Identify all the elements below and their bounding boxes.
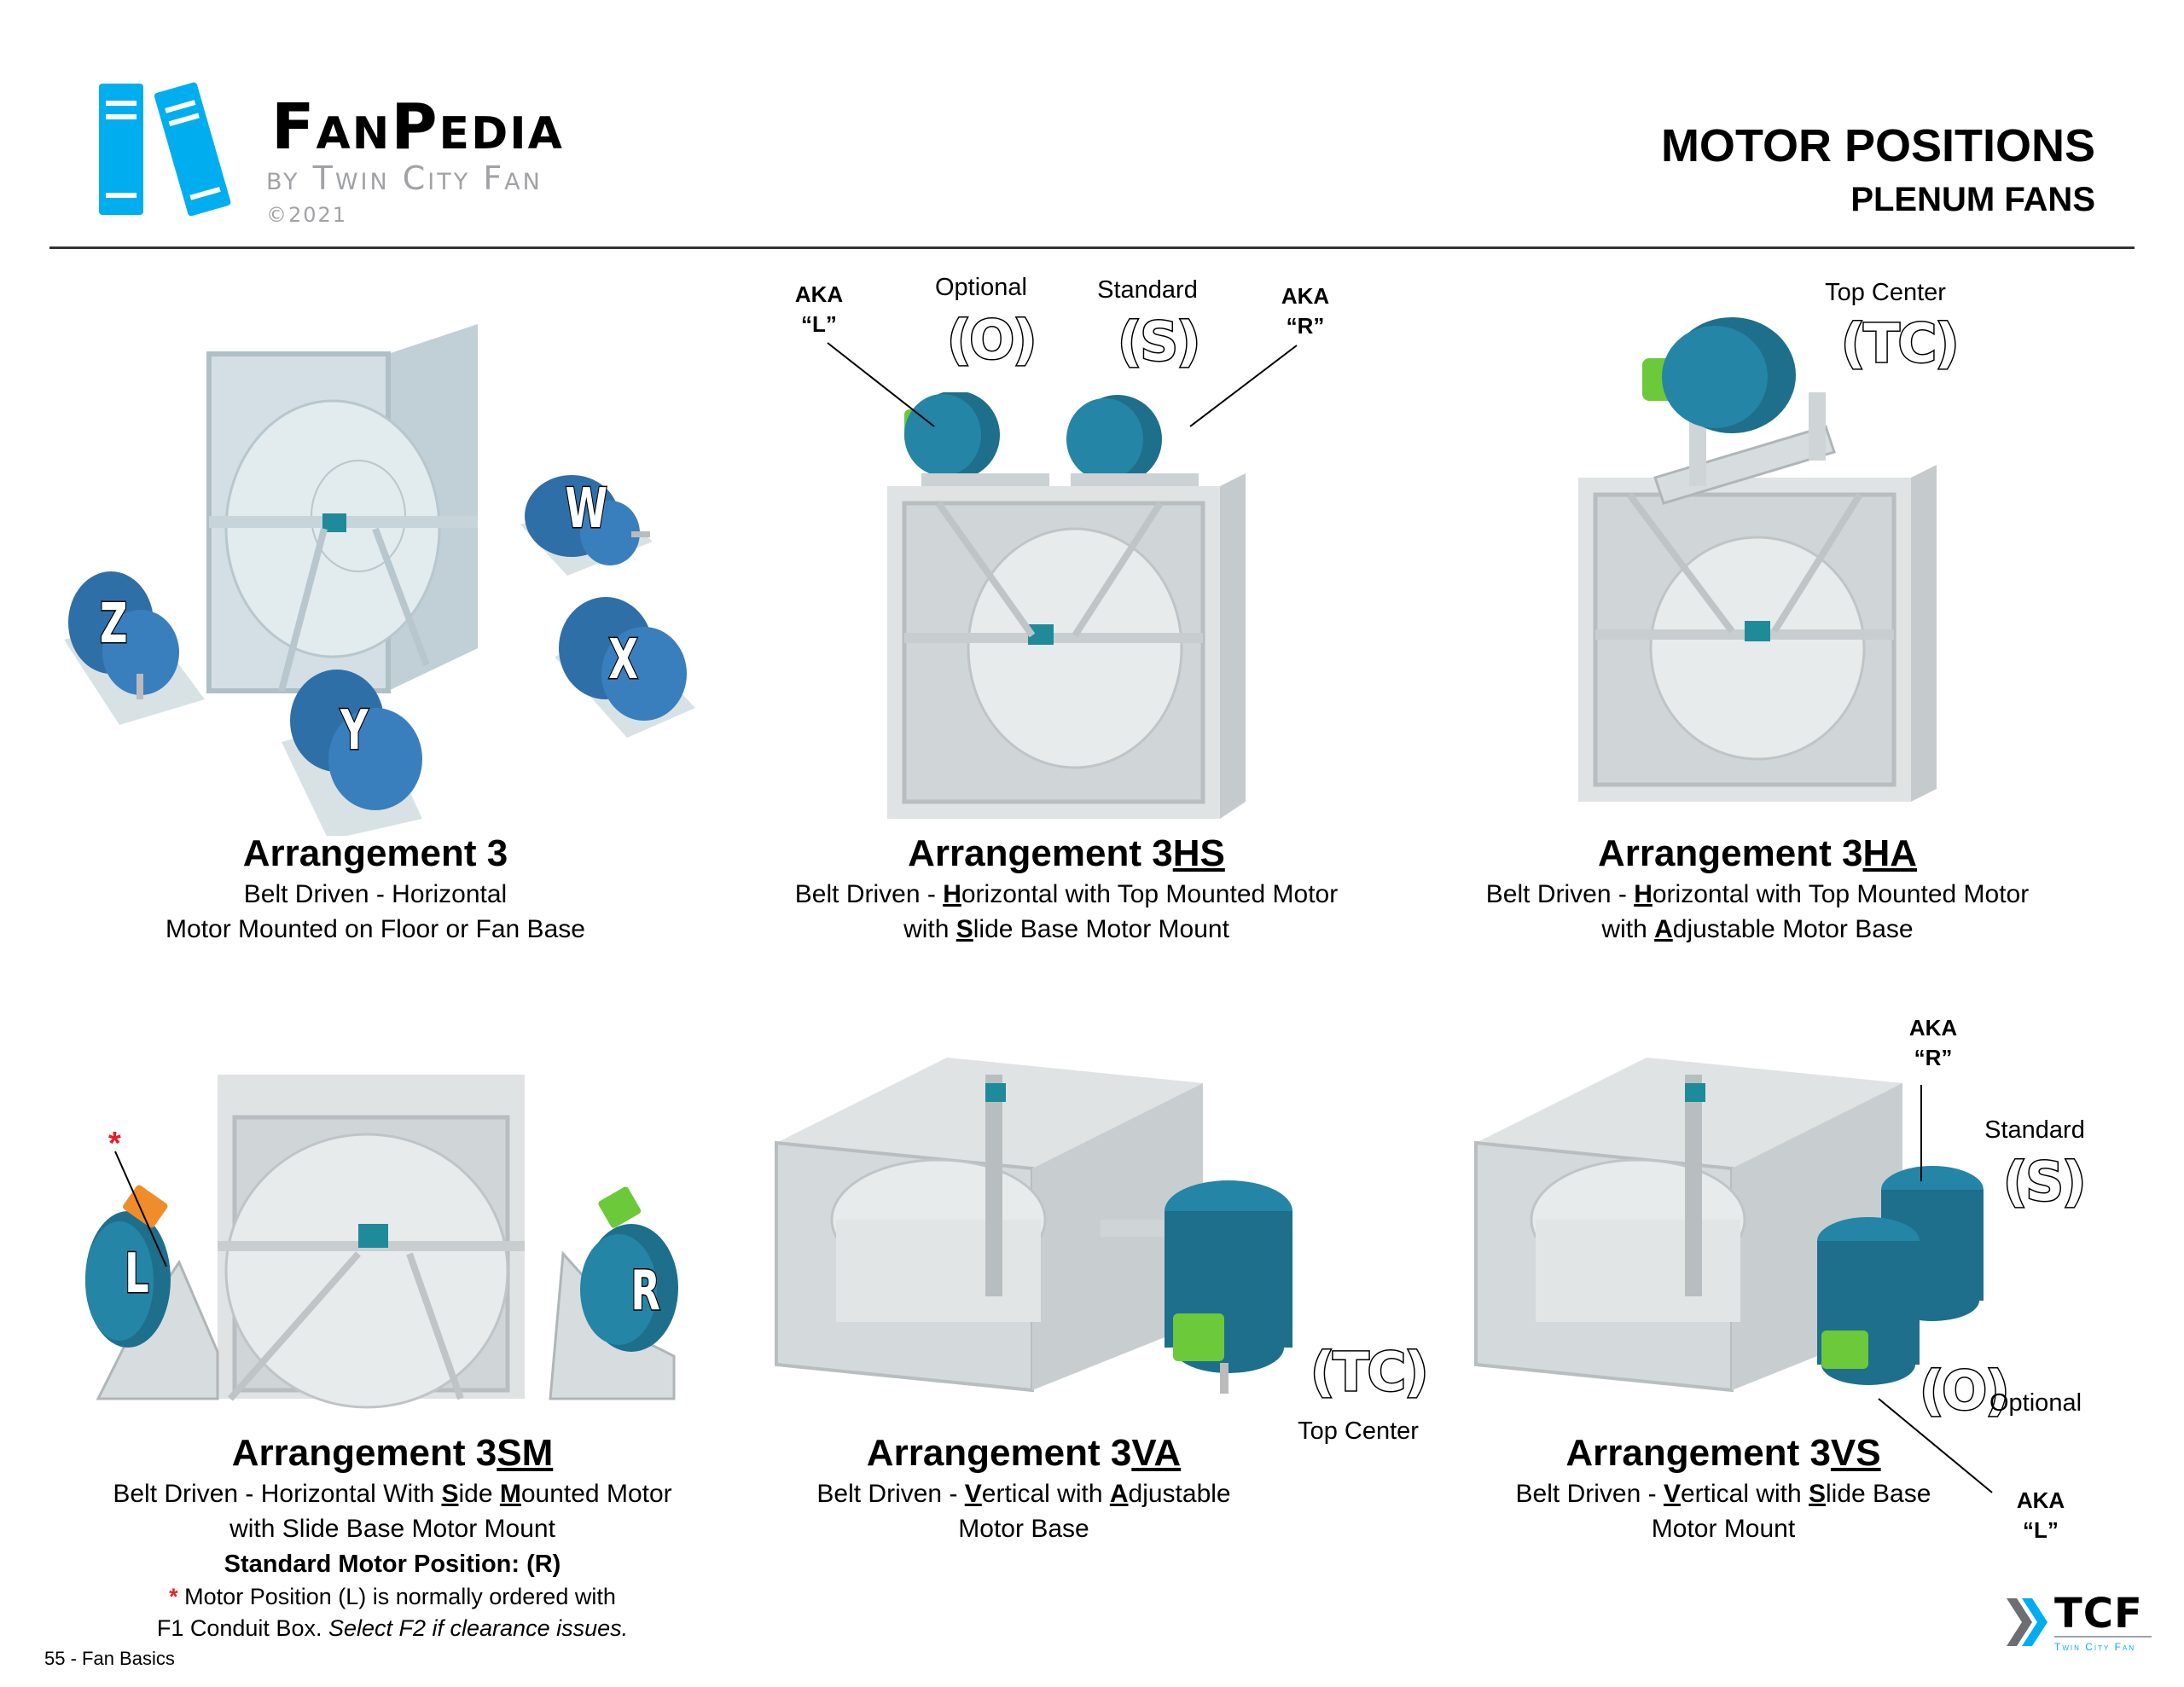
- arrangement-description: Belt Driven - Horizontal with Top Mounte…: [1485, 879, 2030, 908]
- position-name-optional: Optional: [1989, 1389, 2082, 1417]
- arrangement-3hs-illustration: [887, 392, 1246, 819]
- arrangement-title: Arrangement 3SM: [231, 1432, 554, 1474]
- aka-label-l: AKA “L”: [794, 281, 844, 338]
- arrangement-3sm-caption: Arrangement 3SM Belt Driven - Horizontal…: [51, 1431, 734, 1644]
- arrangement-title: Arrangement 3HA: [1597, 832, 1918, 874]
- leader-line: [114, 1151, 167, 1267]
- aka-label-l: AKA “L”: [2016, 1487, 2065, 1544]
- standard-motor-position: Standard Motor Position: (R): [224, 1550, 561, 1578]
- motor-position-label-w: W: [565, 478, 609, 541]
- position-badge-optional-icon: (O): [945, 309, 1037, 371]
- tcf-subtext: Twin City Fan: [2054, 1641, 2136, 1653]
- arrangement-3vs-caption: Arrangement 3VS Belt Driven - Vertical w…: [1467, 1431, 1979, 1547]
- arrangement-title: Arrangement 3HS: [908, 832, 1225, 874]
- tcf-wordmark: TCF: [2054, 1590, 2143, 1638]
- page-number-label: 55 - Fan Basics: [44, 1648, 175, 1669]
- motor-position-label-x: X: [607, 629, 639, 692]
- motor-position-label-r: R: [630, 1260, 661, 1323]
- position-name-optional: Optional: [934, 274, 1027, 301]
- arrangement-description: Belt Driven - Horizontal With Side Mount…: [113, 1479, 672, 1508]
- position-name-top-center: Top Center: [1825, 279, 1946, 306]
- header-divider: [49, 246, 2135, 249]
- leader-lines: [1878, 1085, 1993, 1493]
- motor-position-label-l: L: [124, 1243, 150, 1306]
- arrangement-3ha-caption: Arrangement 3HA Belt Driven - Horizontal…: [1433, 832, 2082, 948]
- brand-title: FanPedia: [271, 90, 564, 164]
- arrangement-title: Arrangement 3VA: [866, 1432, 1182, 1474]
- position-badge-top-center-icon: (TC): [1309, 1341, 1430, 1403]
- arrangement-description: Belt Driven - Vertical with Adjustable: [816, 1479, 1231, 1508]
- arrangement-description: Belt Driven - Horizontal with Top Mounte…: [794, 879, 1339, 908]
- motor-y-icon: [282, 670, 422, 836]
- footnote: F1 Conduit Box. Select F2 if clearance i…: [156, 1615, 629, 1641]
- position-badge-standard-icon: (S): [2001, 1151, 2087, 1213]
- arrangement-description: with Slide Base Motor Mount: [229, 1515, 555, 1544]
- arrangement-3-caption: Arrangement 3 Belt Driven - Horizontal M…: [51, 832, 700, 948]
- motor-x-icon: [555, 597, 695, 738]
- arrangement-3va-illustration: [775, 1058, 1292, 1394]
- asterisk-marker-icon: *: [108, 1126, 121, 1162]
- position-name-standard: Standard: [1097, 276, 1198, 304]
- arrangement-title: Arrangement 3: [242, 832, 508, 874]
- arrangement-3vs-illustration: [1474, 1058, 1984, 1393]
- position-name-standard: Standard: [1984, 1116, 2085, 1144]
- arrangement-description: Motor Mounted on Floor or Fan Base: [166, 915, 585, 944]
- position-badge-standard-icon: (S): [1116, 310, 1201, 373]
- motor-w-icon: [520, 475, 653, 576]
- arrangement-description: with Adjustable Motor Base: [1601, 915, 1914, 944]
- page-title: MOTOR POSITIONS: [1660, 120, 2095, 171]
- arrangement-3hs-caption: Arrangement 3HS Belt Driven - Horizontal…: [742, 832, 1391, 948]
- copyright: ©2021: [266, 203, 348, 227]
- arrangement-3va-caption: Arrangement 3VA Belt Driven - Vertical w…: [734, 1431, 1314, 1547]
- arrangement-description: Motor Mount: [1651, 1515, 1796, 1544]
- page-subtitle: PLENUM FANS: [1850, 181, 2095, 218]
- chevron-logo-icon: [2007, 1598, 2048, 1646]
- brand-subtitle: by Twin City Fan: [266, 159, 543, 197]
- motor-position-label-z: Z: [99, 593, 129, 656]
- arrangement-3ha-illustration: [1578, 317, 1937, 802]
- aka-label-r: AKA “R”: [1281, 283, 1330, 339]
- arrangement-description: Belt Driven - Vertical with Slide Base: [1515, 1479, 1931, 1508]
- arrangement-3sm-illustration: [85, 1075, 678, 1409]
- fanpedia-books-logo-icon: [99, 82, 231, 217]
- position-name-top-center: Top Center: [1298, 1417, 1419, 1445]
- aka-label-r: AKA “R”: [1908, 1015, 1958, 1071]
- arrangement-description: Belt Driven - Horizontal: [243, 879, 508, 908]
- arrangement-3-illustration: [206, 324, 478, 693]
- leader-lines: [827, 342, 1298, 427]
- position-badge-optional-icon: (O): [1918, 1359, 2010, 1422]
- motor-z-icon: [64, 571, 205, 725]
- arrangement-title: Arrangement 3VS: [1565, 1432, 1881, 1474]
- arrangement-description: with Slide Base Motor Mount: [903, 915, 1229, 944]
- footnote: * Motor Position (L) is normally ordered…: [169, 1583, 616, 1609]
- motor-position-label-y: Y: [340, 699, 369, 762]
- position-badge-top-center-icon: (TC): [1839, 312, 1960, 374]
- arrangement-description: Motor Base: [958, 1515, 1089, 1544]
- tcf-logo: TCF Twin City Fan: [2007, 1590, 2152, 1655]
- tcf-logo-divider: [2054, 1636, 2152, 1638]
